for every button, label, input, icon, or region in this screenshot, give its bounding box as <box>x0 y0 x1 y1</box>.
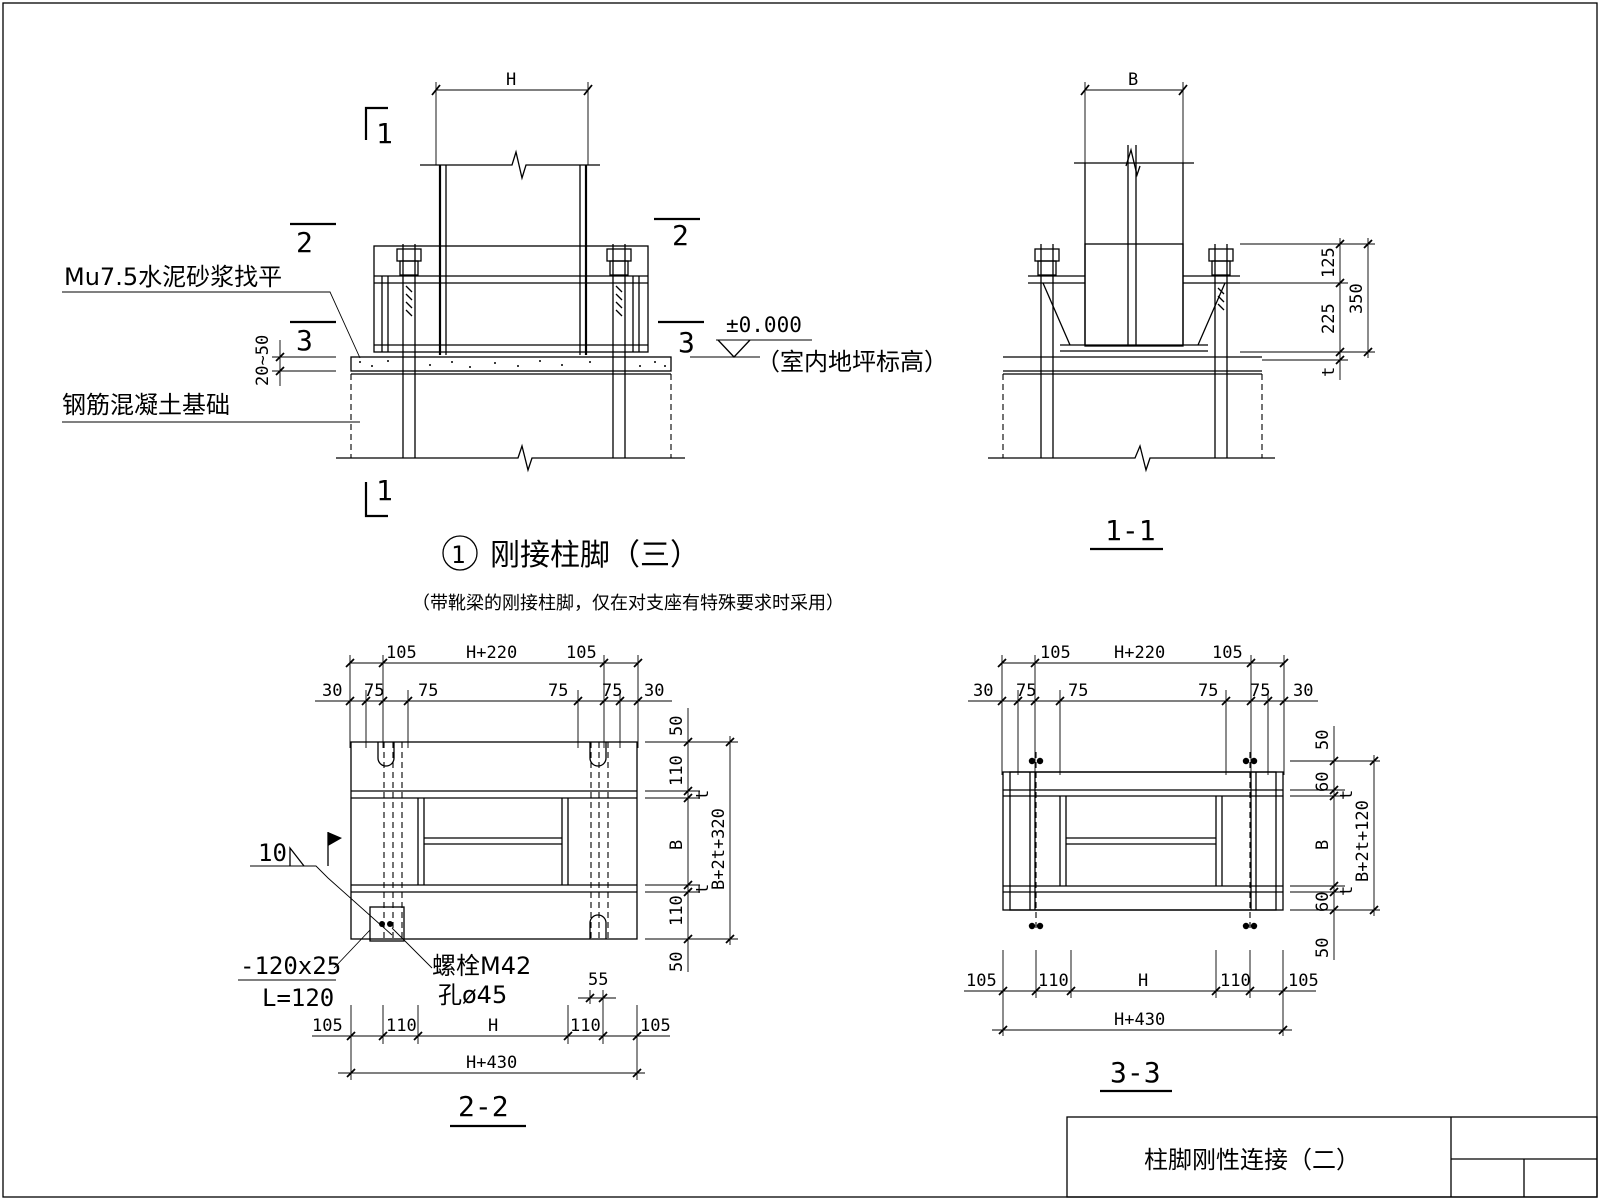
dim-h-33: H <box>1138 971 1148 991</box>
main-title: 刚接柱脚（三） <box>490 538 700 573</box>
dim-t-b: t <box>693 884 713 894</box>
dim-110-33-bl: 110 <box>1038 971 1069 991</box>
dim-110-b: 110 <box>667 895 687 926</box>
dim-105-33-br: 105 <box>1288 971 1319 991</box>
section-2-2-view: 105 H+220 105 30 75 75 75 75 30 <box>238 643 738 1080</box>
dim-110-a: 110 <box>667 755 687 786</box>
dim-30-l: 30 <box>322 681 342 701</box>
dim-b-11: B <box>1128 70 1138 90</box>
elevation-value: ±0.000 <box>726 313 802 337</box>
dim-105-33-bl: 105 <box>966 971 997 991</box>
dim-h-elev: H <box>506 70 516 90</box>
dim-75-33-r2: 75 <box>1250 681 1270 701</box>
section-mark-3-right: 3 <box>678 326 695 359</box>
plate-size: -120x25 <box>240 952 341 980</box>
dim-h430-33: H+430 <box>1114 1010 1165 1030</box>
dim-b2t120: B+2t+120 <box>1353 800 1373 882</box>
title-block-title: 柱脚刚性连接（二） <box>1144 1146 1360 1174</box>
dim-b-33: B <box>1313 840 1333 850</box>
dim-h220-33: H+220 <box>1114 643 1165 663</box>
hole-spec: 孔ø45 <box>438 981 507 1009</box>
dim-h220: H+220 <box>466 643 517 663</box>
section-mark-1-top: 1 <box>376 117 393 150</box>
detail-number-circle <box>442 535 478 571</box>
dim-105-33-tr: 105 <box>1212 643 1243 663</box>
section-1-1-view: B <box>988 70 1375 473</box>
section-mark-2-right: 2 <box>672 219 689 252</box>
dim-75-33-r1: 75 <box>1198 681 1218 701</box>
dim-55: 55 <box>588 970 608 990</box>
dim-110-bot-l: 110 <box>386 1016 417 1036</box>
foundation-note: 钢筋混凝土基础 <box>62 391 230 419</box>
dim-105-33-tl: 105 <box>1040 643 1071 663</box>
dim-t-11: t <box>1319 367 1339 377</box>
dim-30-33-l: 30 <box>973 681 993 701</box>
dim-75-33-l2: 75 <box>1068 681 1088 701</box>
dim-105-bot-r: 105 <box>640 1016 671 1036</box>
title-block: 柱脚刚性连接（二） <box>1066 1116 1598 1198</box>
weld-size: 10 <box>258 839 287 867</box>
dim-75-l2: 75 <box>418 681 438 701</box>
dim-105-top-l: 105 <box>386 643 417 663</box>
dim-75-33-l1: 75 <box>1016 681 1036 701</box>
dim-75-r2: 75 <box>602 681 622 701</box>
dim-350: 350 <box>1347 283 1367 314</box>
dim-75-l1: 75 <box>364 681 384 701</box>
dim-b2t320: B+2t+320 <box>709 808 729 890</box>
dim-t-33-a: t <box>1337 790 1357 800</box>
view-title-2-2: 2-2 <box>458 1090 509 1123</box>
dim-30-r: 30 <box>644 681 664 701</box>
dim-50-33-top: 50 <box>1313 730 1333 750</box>
dim-50-bot: 50 <box>667 952 687 972</box>
gap-dim: 20~50 <box>253 335 273 386</box>
elevation-view: H <box>62 70 948 518</box>
dim-105-top-r: 105 <box>566 643 597 663</box>
view-title-3-3: 3-3 <box>1110 1056 1161 1089</box>
plate-length: L=120 <box>262 984 334 1012</box>
dim-t-33-b: t <box>1337 886 1357 896</box>
dim-125: 125 <box>1319 247 1339 278</box>
dim-t-a: t <box>693 790 713 800</box>
section-mark-3-left: 3 <box>296 324 313 357</box>
dim-50-33-bot: 50 <box>1313 938 1333 958</box>
dim-60-33-b: 60 <box>1313 892 1333 912</box>
view-title-1-1: 1-1 <box>1105 514 1156 547</box>
dim-h430-22: H+430 <box>466 1053 517 1073</box>
dim-b-22: B <box>667 840 687 850</box>
dim-225: 225 <box>1319 303 1339 334</box>
dim-105-bot-l: 105 <box>312 1016 343 1036</box>
detail-number: 1 <box>451 541 465 569</box>
bolt-spec: 螺栓M42 <box>432 952 531 980</box>
elevation-note: （室内地坪标高） <box>756 348 948 376</box>
main-title-block: 1 刚接柱脚（三） （带靴梁的刚接柱脚，仅在对支座有特殊要求时采用） <box>412 535 844 614</box>
section-mark-1-bottom: 1 <box>376 474 393 507</box>
dim-h-22: H <box>488 1016 498 1036</box>
mortar-note: Mu7.5水泥砂浆找平 <box>64 263 282 291</box>
dim-75-r1: 75 <box>548 681 568 701</box>
dim-110-33-br: 110 <box>1220 971 1251 991</box>
dim-60-33-a: 60 <box>1313 772 1333 792</box>
section-3-3-view: 105 H+220 105 30 75 75 75 75 30 <box>964 643 1380 1036</box>
section-mark-2-left: 2 <box>296 226 313 259</box>
dim-50-top: 50 <box>667 716 687 736</box>
dim-110-bot-r: 110 <box>570 1016 601 1036</box>
dim-30-33-r: 30 <box>1293 681 1313 701</box>
main-subtitle: （带靴梁的刚接柱脚，仅在对支座有特殊要求时采用） <box>412 593 844 614</box>
